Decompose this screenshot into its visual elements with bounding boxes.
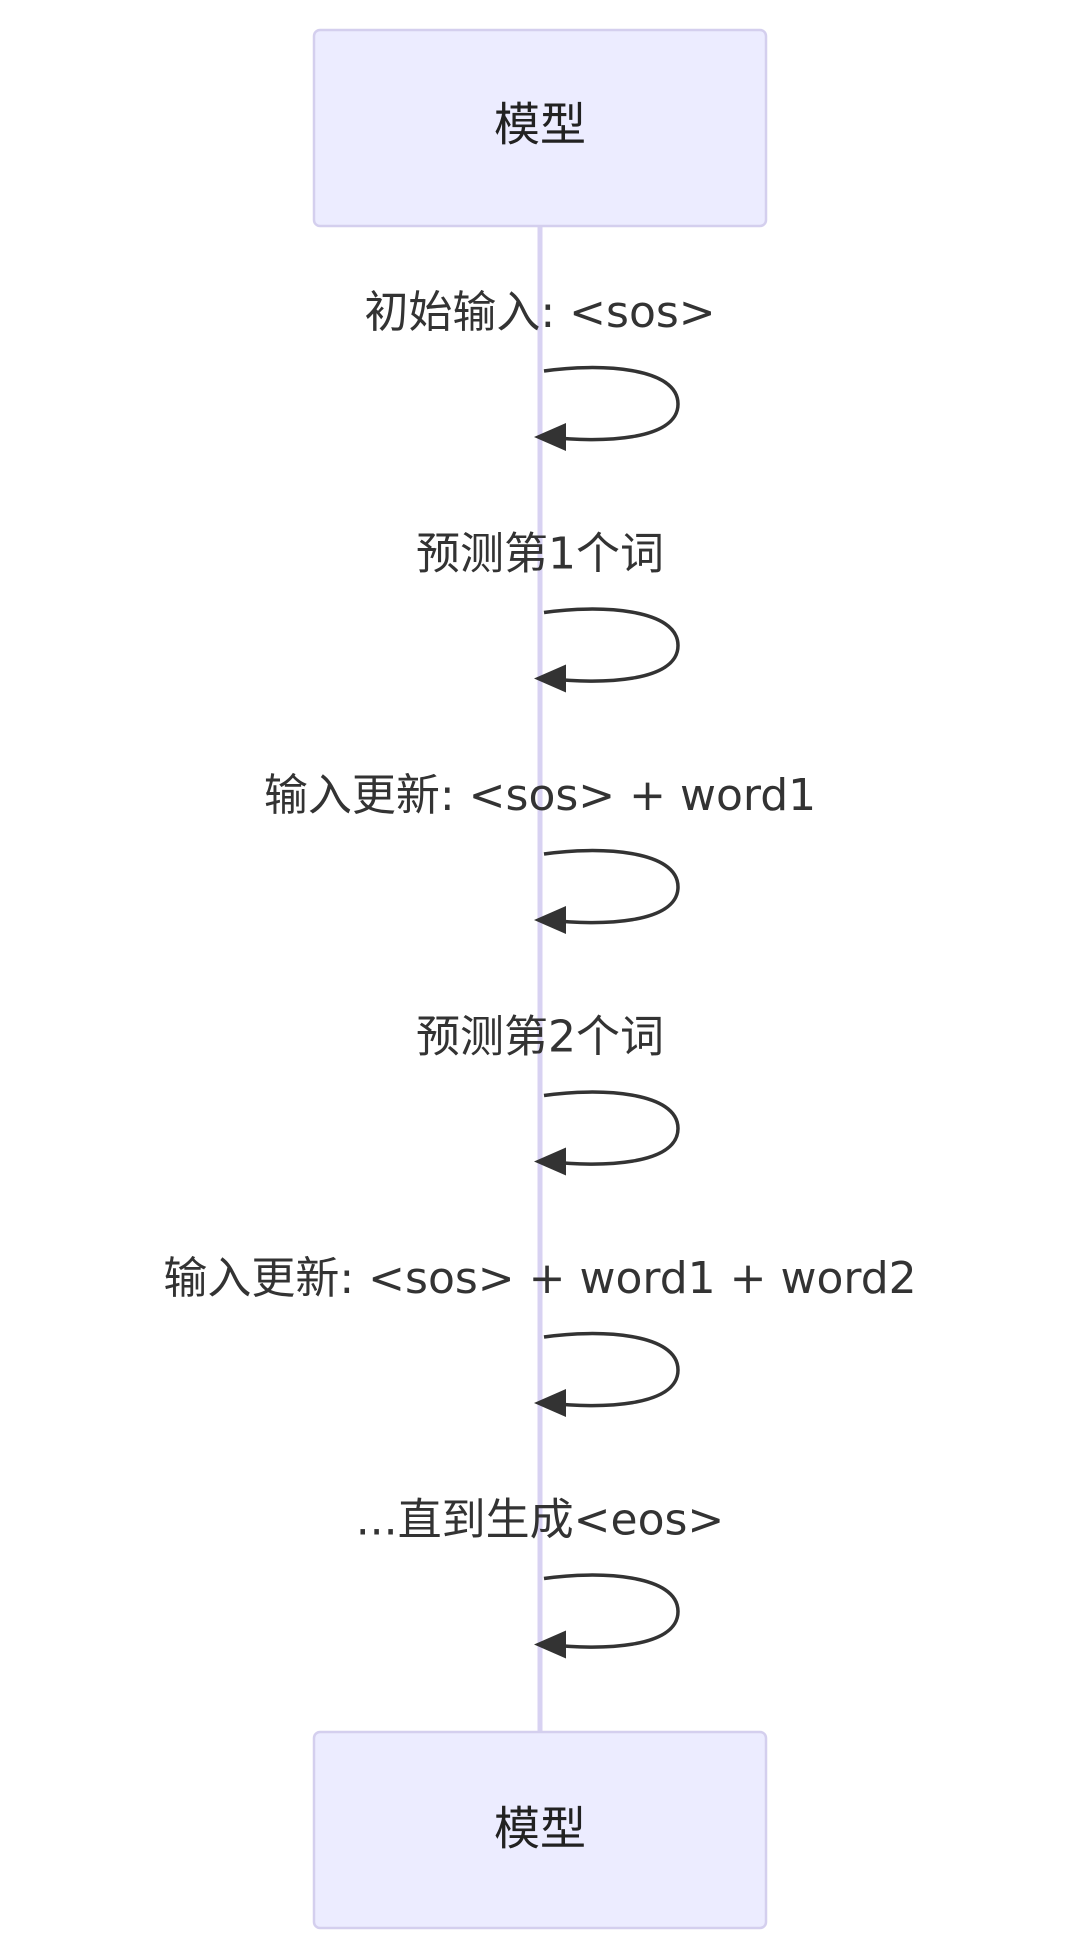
self-message: 输入更新: <sos> + word1 + word2 — [163, 1253, 917, 1417]
self-loop-arrow — [543, 365, 680, 442]
participant-top: 模型 — [312, 28, 768, 228]
arrow-head-icon — [534, 906, 566, 934]
message-label: ...直到生成<eos> — [356, 1495, 725, 1546]
self-message: 初始输入: <sos> — [364, 287, 716, 451]
arrow-head-icon — [534, 1389, 566, 1417]
arrow-head-icon — [534, 664, 566, 693]
message-label: 预测第2个词 — [416, 1012, 664, 1063]
participant-top-label: 模型 — [494, 98, 586, 152]
self-loop-arrow — [543, 1090, 680, 1166]
message-label: 初始输入: <sos> — [364, 287, 715, 338]
participant-bottom-label: 模型 — [494, 1802, 586, 1856]
message-label: 输入更新: <sos> + word1 + word2 — [163, 1253, 916, 1304]
message-label: 预测第1个词 — [416, 529, 664, 580]
self-loop-arrow — [543, 1331, 680, 1408]
participant-bottom-box — [312, 1730, 768, 1930]
self-loop-arrow — [543, 1573, 680, 1649]
self-loop-arrow — [543, 607, 680, 683]
self-message: 输入更新: <sos> + word1 — [264, 770, 816, 934]
arrow-head-icon — [534, 1630, 566, 1659]
self-message: 预测第1个词 — [416, 529, 680, 693]
self-message: 预测第2个词 — [416, 1012, 680, 1176]
self-loop-arrow — [543, 848, 680, 925]
arrow-head-icon — [534, 423, 566, 451]
arrow-head-icon — [534, 1147, 566, 1176]
participant-top-box — [312, 28, 768, 228]
message-label: 输入更新: <sos> + word1 — [264, 770, 816, 821]
participant-bottom: 模型 — [312, 1730, 768, 1930]
self-message: ...直到生成<eos> — [356, 1495, 725, 1659]
